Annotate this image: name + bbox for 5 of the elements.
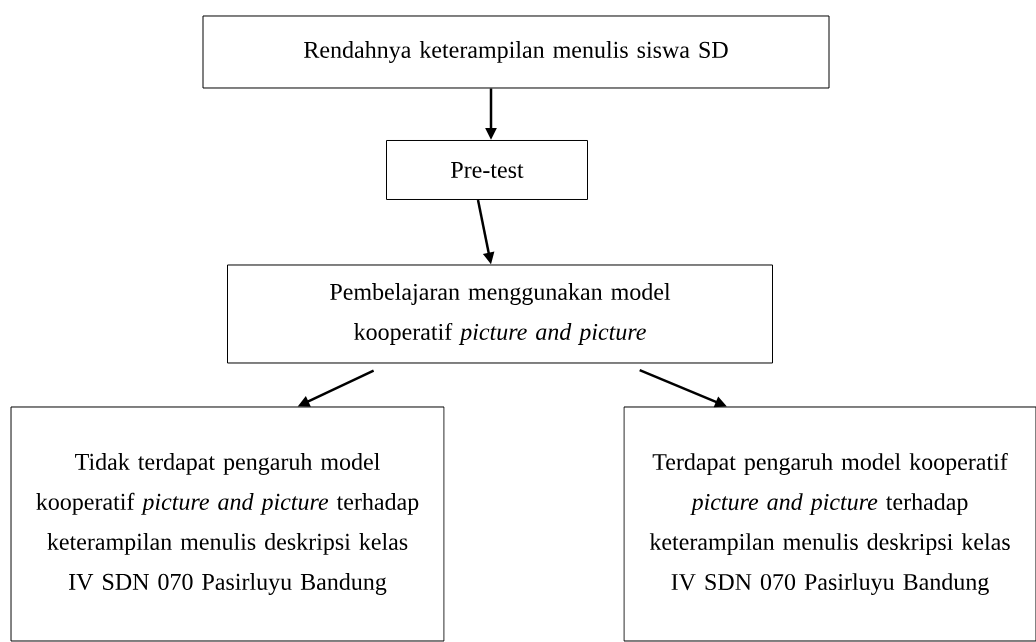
result-box: Terdapat pengaruh model kooperatif picture and picture terhadap keterampilan menulis deskripsi kelas IV SDN 070 Pasirluyu Bandung — [623, 406, 1036, 642]
process-box: Pre-test — [386, 140, 588, 200]
process-box: Rendahnya keterampilan menulis siswa SD — [202, 15, 830, 89]
process-box: Pembelajaran menggunakan model kooperatif picture and picture — [227, 264, 773, 364]
result-box: Tidak terdapat pengaruh model kooperatif picture and picture terhadap keterampilan menulis deskripsi kelas IV SDN 070 Pasirluyu Bandung — [10, 406, 445, 642]
